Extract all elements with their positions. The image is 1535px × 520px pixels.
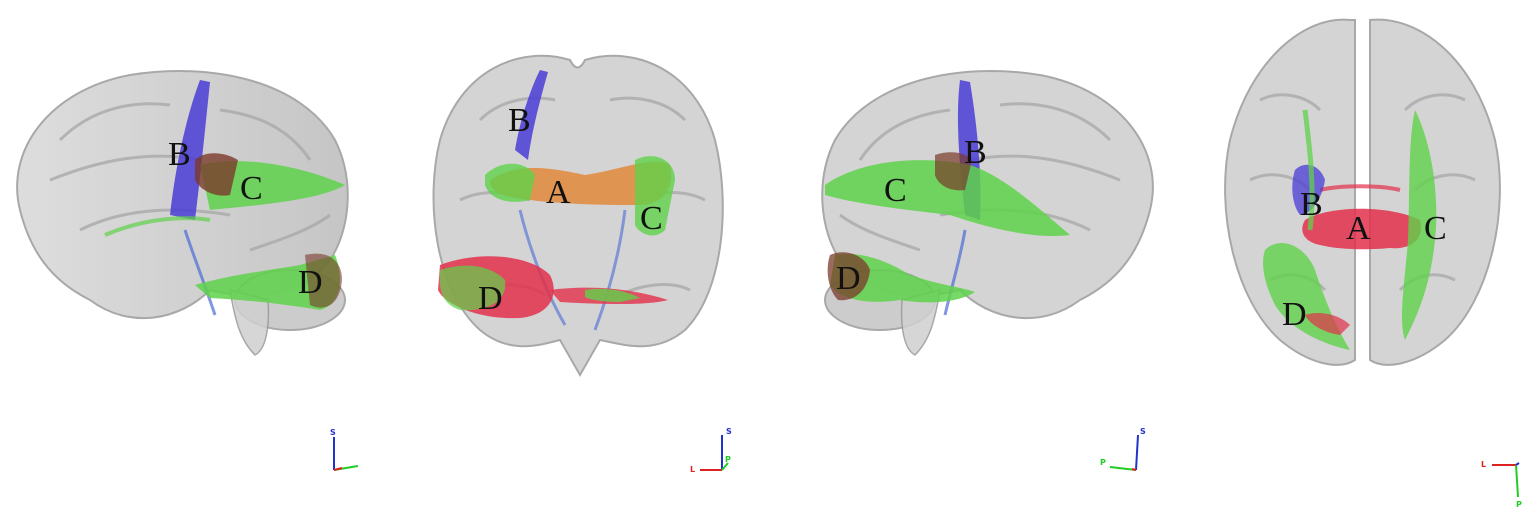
tract-label-d: D <box>1282 296 1307 333</box>
axis-label-vertical: S <box>330 428 336 437</box>
tract-label-c: C <box>640 200 663 237</box>
panel-sagittal-left: B C D S <box>0 0 370 520</box>
tract-label-a: A <box>546 174 571 211</box>
axis-label-horizontal: L <box>690 465 695 474</box>
tract-label-b: B <box>168 136 191 173</box>
tract-label-b: B <box>508 102 531 139</box>
tract-label-d: D <box>298 264 323 301</box>
tract-label-c: C <box>1424 210 1447 247</box>
tract-label-c: C <box>884 172 907 209</box>
tract-label-a: A <box>1346 210 1371 247</box>
panel-axial: A B C D L P <box>1210 0 1535 520</box>
orientation-axes: L P <box>1478 455 1528 515</box>
orientation-axes: S P <box>1098 425 1146 475</box>
tract-label-b: B <box>964 134 987 171</box>
axis-label-vertical: P <box>1516 500 1522 509</box>
tract-label-b: B <box>1300 186 1323 223</box>
orientation-axes: S L P <box>690 425 734 475</box>
axis-label-vertical: S <box>1140 427 1146 436</box>
brain-render-coronal <box>432 54 724 378</box>
panel-sagittal-right: B C D S P <box>800 0 1170 520</box>
panel-coronal: A B C D S L P <box>420 0 750 520</box>
tract-label-c: C <box>240 170 263 207</box>
brain-render-sagittal-left <box>16 70 349 356</box>
brain-render-axial <box>1224 18 1501 366</box>
orientation-axes: S <box>322 425 362 475</box>
axis-label-horizontal: L <box>1481 460 1486 469</box>
brain-render-sagittal-right <box>821 70 1154 356</box>
axis-label-vertical: S <box>726 427 732 436</box>
tract-label-d: D <box>836 260 861 297</box>
tract-label-d: D <box>478 280 503 317</box>
axis-label-diagonal: P <box>725 455 731 464</box>
axis-label-horizontal: P <box>1100 458 1106 467</box>
